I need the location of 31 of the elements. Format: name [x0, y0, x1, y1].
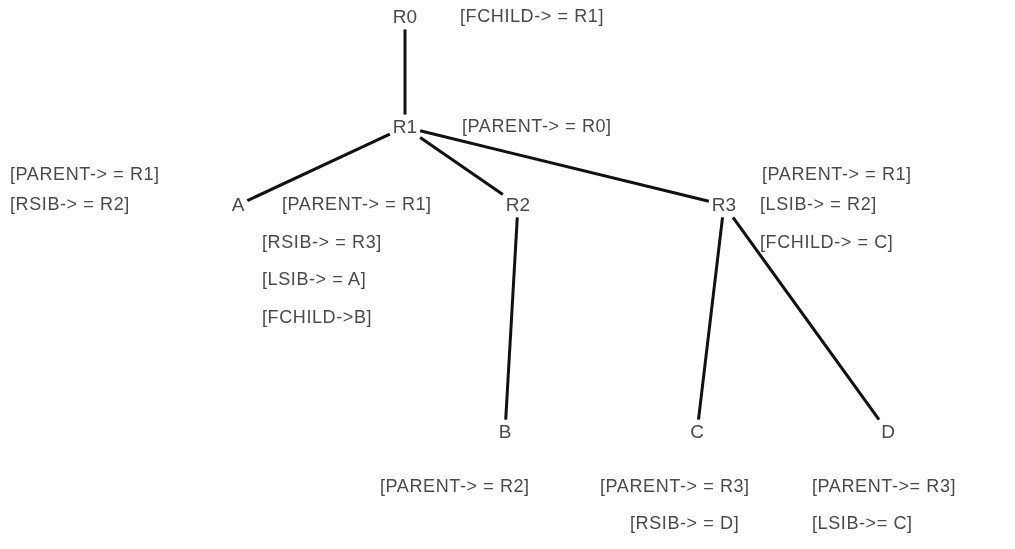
node-label: D: [878, 419, 898, 445]
pointer-annotation: [PARENT->= R3]: [812, 477, 957, 497]
pointer-annotation: [LSIB-> = R2]: [760, 195, 877, 215]
connector-line: [504, 217, 519, 420]
connector-line: [419, 136, 504, 196]
pointer-annotation: [RSIB-> = R3]: [262, 233, 382, 253]
connector-line: [403, 29, 407, 115]
node-label: C: [687, 419, 707, 445]
pointer-annotation: [PARENT-> = R1]: [762, 165, 912, 185]
pointer-annotation: [PARENT-> = R1]: [282, 195, 432, 215]
pointer-annotation: [LSIB->= C]: [812, 514, 913, 534]
pointer-annotation: [PARENT-> = R2]: [380, 477, 530, 497]
pointer-annotation: [PARENT-> = R0]: [462, 117, 612, 137]
node-label: R2: [502, 192, 534, 218]
pointer-annotation: [PARENT-> = R3]: [600, 477, 750, 497]
node-label: B: [495, 419, 515, 445]
pointer-annotation: [LSIB-> = A]: [262, 270, 367, 290]
connector-line: [419, 129, 710, 203]
connector-line: [697, 217, 724, 420]
connector-line: [246, 132, 391, 202]
pointer-annotation: [PARENT-> = R1]: [10, 165, 160, 185]
pointer-annotation: [RSIB-> = R2]: [10, 195, 130, 215]
pointer-annotation: [RSIB-> = D]: [630, 514, 740, 534]
node-label: R1: [389, 114, 421, 140]
connector-line: [731, 216, 881, 421]
node-label: R3: [708, 192, 740, 218]
node-label: R0: [389, 4, 421, 30]
pointer-annotation: [FCHILD->B]: [262, 308, 373, 328]
node-label: A: [228, 192, 248, 218]
pointer-annotation: [FCHILD-> = R1]: [460, 7, 605, 27]
pointer-annotation: [FCHILD-> = C]: [760, 233, 894, 253]
